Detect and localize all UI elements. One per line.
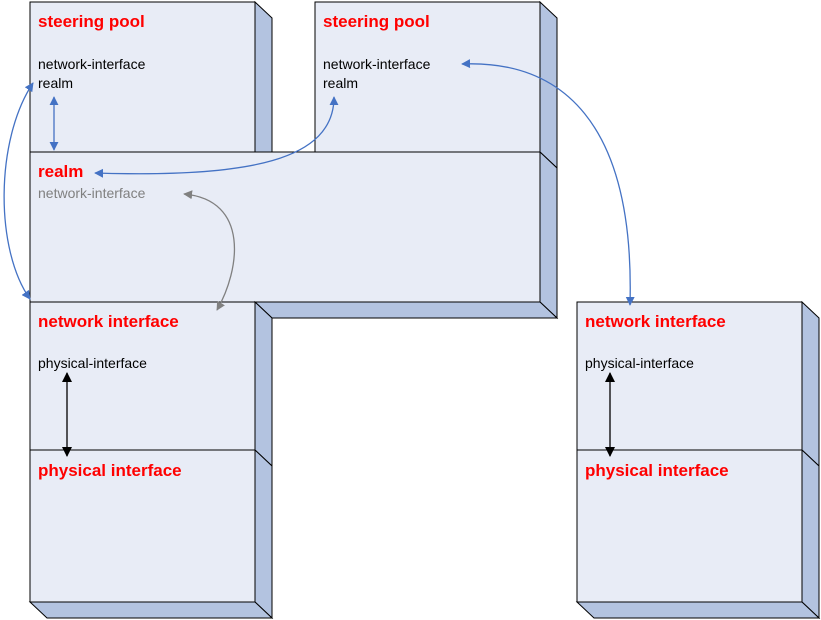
realm-title: realm [38,162,83,181]
arrow-middle-steering-pool-realm [94,96,339,178]
middle-steering-pool-network-interface-attr: network-interface [323,56,431,72]
middle-steering-pool-realm-attr: realm [323,75,358,91]
arrow-realm-network-interface [183,190,236,311]
right-network-interface-title: network interface [585,312,726,331]
left-physical-interface-box [28,448,274,620]
realm-box [29,150,559,320]
arrow-middle-steering-pool-network-interface [461,59,635,306]
middle-steering-pool-title: steering pool [323,12,430,31]
arrow-left-steering-pool-network-interface [3,82,34,300]
right-physical-interface-box [575,448,821,620]
left-physical-interface-title: physical interface [38,461,182,480]
left-steering-pool-realm-attr: realm [38,75,73,91]
left-network-interface-title: network interface [38,312,179,331]
right-network-interface-physical-interface-attr: physical-interface [585,355,694,371]
left-steering-pool-title: steering pool [38,12,145,31]
realm-network-interface-attr: network-interface [38,185,146,201]
left-steering-pool-network-interface-attr: network-interface [38,56,146,72]
right-physical-interface-title: physical interface [585,461,729,480]
left-network-interface-physical-interface-attr: physical-interface [38,355,147,371]
